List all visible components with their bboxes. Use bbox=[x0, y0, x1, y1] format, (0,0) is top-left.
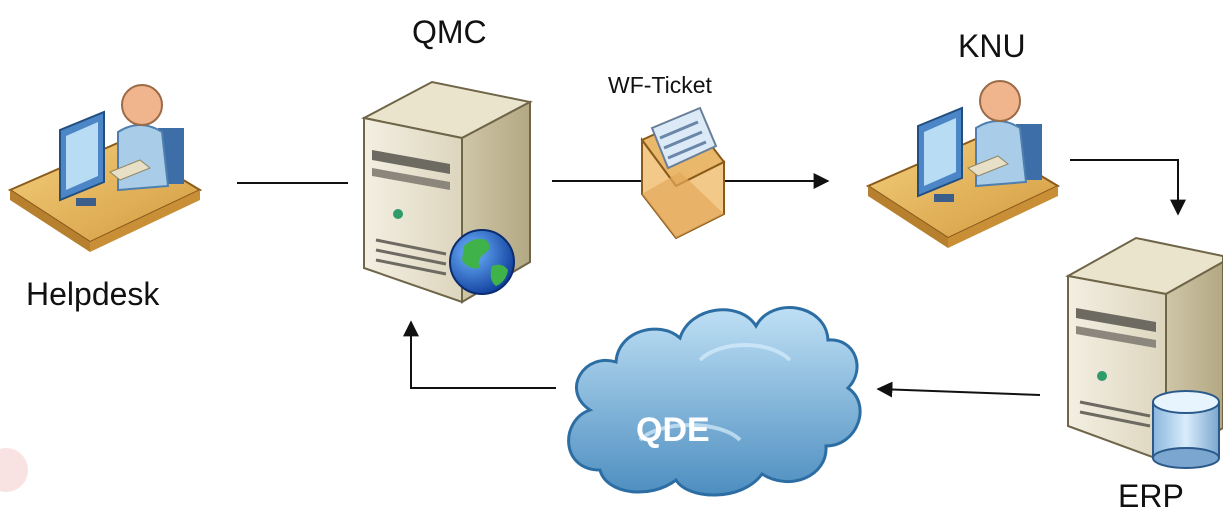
cloud-icon bbox=[567, 306, 862, 497]
qmc-label: QMC bbox=[412, 14, 487, 50]
wf-ticket-label: WF-Ticket bbox=[608, 72, 712, 98]
database-icon bbox=[1152, 390, 1220, 469]
qde-label: QDE bbox=[636, 411, 710, 449]
corner-decoration bbox=[0, 448, 28, 492]
edge-erp-qde bbox=[876, 381, 1041, 398]
edge-qde-qmc bbox=[403, 320, 556, 389]
erp-label: ERP bbox=[1118, 478, 1184, 514]
edge-knu-erp bbox=[1070, 159, 1186, 216]
knu-person-icon bbox=[865, 80, 1061, 248]
helpdesk-person-icon bbox=[7, 84, 203, 252]
envelope-icon bbox=[640, 106, 726, 240]
globe-icon bbox=[449, 229, 515, 295]
helpdesk-label: Helpdesk bbox=[26, 276, 160, 312]
knu-label: KNU bbox=[958, 28, 1026, 64]
